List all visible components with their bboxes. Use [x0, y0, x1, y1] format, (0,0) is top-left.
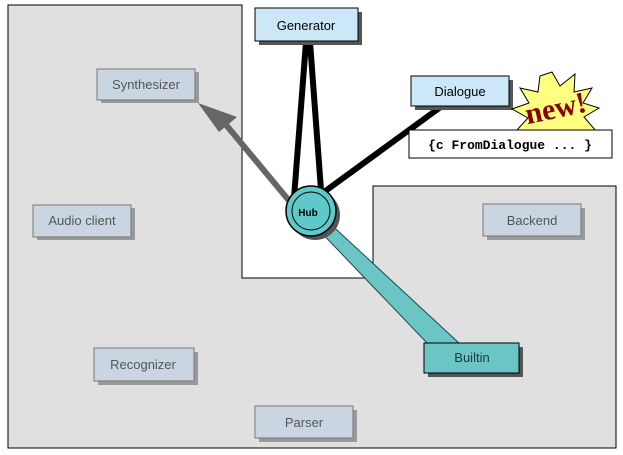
left-region [7, 4, 617, 449]
backend-box[interactable]: Backend [482, 203, 585, 240]
parser-box[interactable]: Parser [254, 405, 357, 442]
generator-connection-right [307, 41, 324, 191]
hub-label: Hub [298, 208, 317, 219]
audio-client-box[interactable]: Audio client [32, 204, 135, 240]
hub-node[interactable]: Hub [285, 185, 340, 240]
parser-rect [254, 405, 354, 439]
audio-client-rect [32, 204, 132, 238]
callout-rect [408, 129, 613, 159]
generator-label: Generator [277, 18, 336, 33]
builtin-box[interactable]: Builtin [423, 342, 523, 377]
builtin-rect [423, 342, 520, 374]
recognizer-rect [93, 347, 195, 382]
synthesizer-arrowhead [198, 103, 237, 132]
synthesizer-label: Synthesizer [112, 77, 181, 92]
callout-text: {c FromDialogue ... } [428, 138, 592, 153]
synthesizer-box[interactable]: Synthesizer [96, 68, 199, 103]
audio-client-label: Audio client [48, 213, 116, 228]
generator-rect [254, 7, 359, 42]
recognizer-label: Recognizer [110, 357, 176, 372]
generator-connection-left [291, 41, 309, 199]
generator-box[interactable]: Generator [254, 7, 362, 45]
parser-label: Parser [285, 415, 324, 430]
synthesizer-arrow-shaft [219, 118, 294, 205]
backend-rect [482, 203, 582, 237]
frame-callout: {c FromDialogue ... } [408, 129, 613, 159]
dialogue-rect [410, 75, 510, 107]
dialogue-connection [322, 103, 444, 195]
synthesizer-rect [96, 68, 196, 101]
builtin-label: Builtin [454, 350, 489, 365]
backend-label: Backend [507, 213, 558, 228]
recognizer-box[interactable]: Recognizer [93, 347, 198, 385]
dialogue-label: Dialogue [434, 84, 485, 99]
hub-inner-circle [291, 191, 331, 231]
dialogue-box[interactable]: Dialogue [410, 75, 513, 110]
